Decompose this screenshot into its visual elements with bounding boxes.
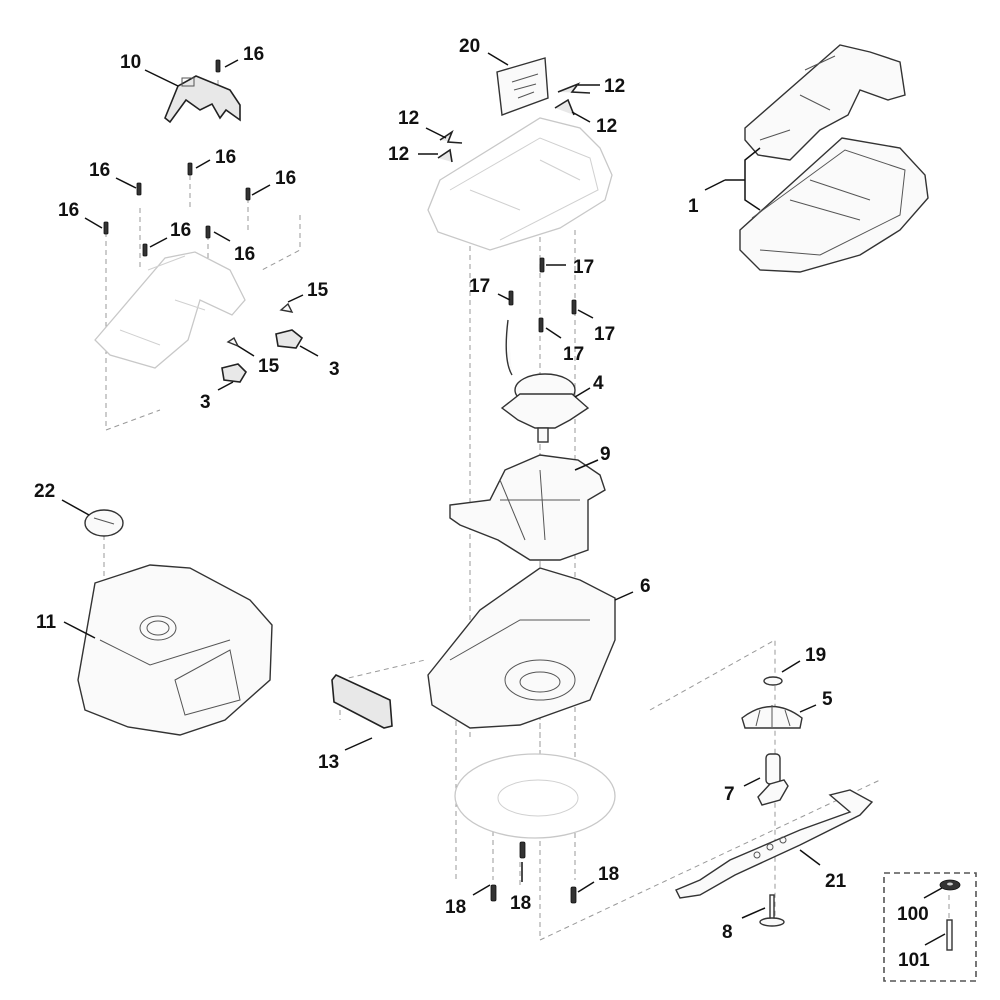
- callout-18: 18: [445, 897, 466, 918]
- callout-18: 18: [510, 893, 531, 914]
- callout-7: 7: [724, 784, 735, 805]
- callout-11: 11: [36, 612, 57, 633]
- part-21-cutting-blade[interactable]: [675, 789, 874, 899]
- part-9-motor-mount[interactable]: [449, 454, 606, 561]
- ghost-upper-shell: [427, 117, 613, 251]
- callout-15: 15: [307, 280, 329, 301]
- kit-box[interactable]: [883, 872, 977, 982]
- callout-21: 21: [825, 871, 847, 892]
- callout-100: 100: [897, 904, 929, 925]
- part-20-circuit-board[interactable]: [496, 57, 549, 116]
- callout-20: 20: [459, 36, 480, 57]
- part-8-blade-bolt[interactable]: [759, 894, 785, 927]
- callout-19: 19: [805, 645, 826, 666]
- callout-3: 3: [200, 392, 211, 413]
- callout-12: 12: [596, 116, 617, 137]
- ghost-upper-shell-left: [94, 251, 246, 369]
- callout-16: 16: [243, 44, 264, 65]
- callout-labels: 10 16 20 12 12 12 12 16 16 16 16 16 16 1…: [34, 36, 930, 971]
- callout-16: 16: [275, 168, 296, 189]
- part-19-o-ring[interactable]: [763, 676, 783, 686]
- part-10-cover-bracket[interactable]: [164, 75, 241, 124]
- callout-16: 16: [234, 244, 255, 265]
- callout-8: 8: [722, 922, 733, 943]
- part-1-housing-assembly[interactable]: [739, 44, 929, 273]
- callout-17: 17: [563, 344, 584, 365]
- callout-17: 17: [594, 324, 615, 345]
- callout-6: 6: [640, 576, 651, 597]
- part-5-fan-disc[interactable]: [741, 705, 803, 729]
- callout-18: 18: [598, 864, 619, 885]
- part-15-inserts[interactable]: [226, 302, 294, 348]
- part-4-motor[interactable]: [500, 319, 590, 443]
- callout-16: 16: [89, 160, 110, 181]
- part-6-lower-shell[interactable]: [427, 567, 616, 729]
- callout-15: 15: [258, 356, 280, 377]
- part-3-clips[interactable]: [221, 329, 304, 383]
- part-13-handle-strip[interactable]: [331, 674, 393, 729]
- leader-lines: [61, 52, 946, 946]
- callout-16: 16: [170, 220, 191, 241]
- callout-12: 12: [398, 108, 419, 129]
- callout-16: 16: [58, 200, 79, 221]
- callout-17: 17: [469, 276, 490, 297]
- ghost-base-plate: [454, 753, 616, 839]
- part-12-spring-clips[interactable]: [437, 82, 591, 163]
- part-22-badge[interactable]: [84, 509, 124, 537]
- callout-12: 12: [388, 144, 409, 165]
- callout-17: 17: [573, 257, 594, 278]
- callout-9: 9: [600, 444, 611, 465]
- callout-22: 22: [34, 481, 55, 502]
- part-11-hood-cover[interactable]: [77, 564, 273, 736]
- callout-5: 5: [822, 689, 833, 710]
- callout-12: 12: [604, 76, 625, 97]
- screws-16[interactable]: [103, 59, 251, 257]
- callout-10: 10: [120, 52, 141, 73]
- screws-17[interactable]: [508, 257, 577, 333]
- screws-18[interactable]: [490, 841, 577, 904]
- callout-3: 3: [329, 359, 340, 380]
- part-7-blade-hub[interactable]: [757, 753, 789, 806]
- callout-1: 1: [688, 196, 699, 217]
- callout-13: 13: [318, 752, 339, 773]
- callout-4: 4: [593, 373, 604, 394]
- callout-101: 101: [898, 950, 930, 971]
- callout-16: 16: [215, 147, 236, 168]
